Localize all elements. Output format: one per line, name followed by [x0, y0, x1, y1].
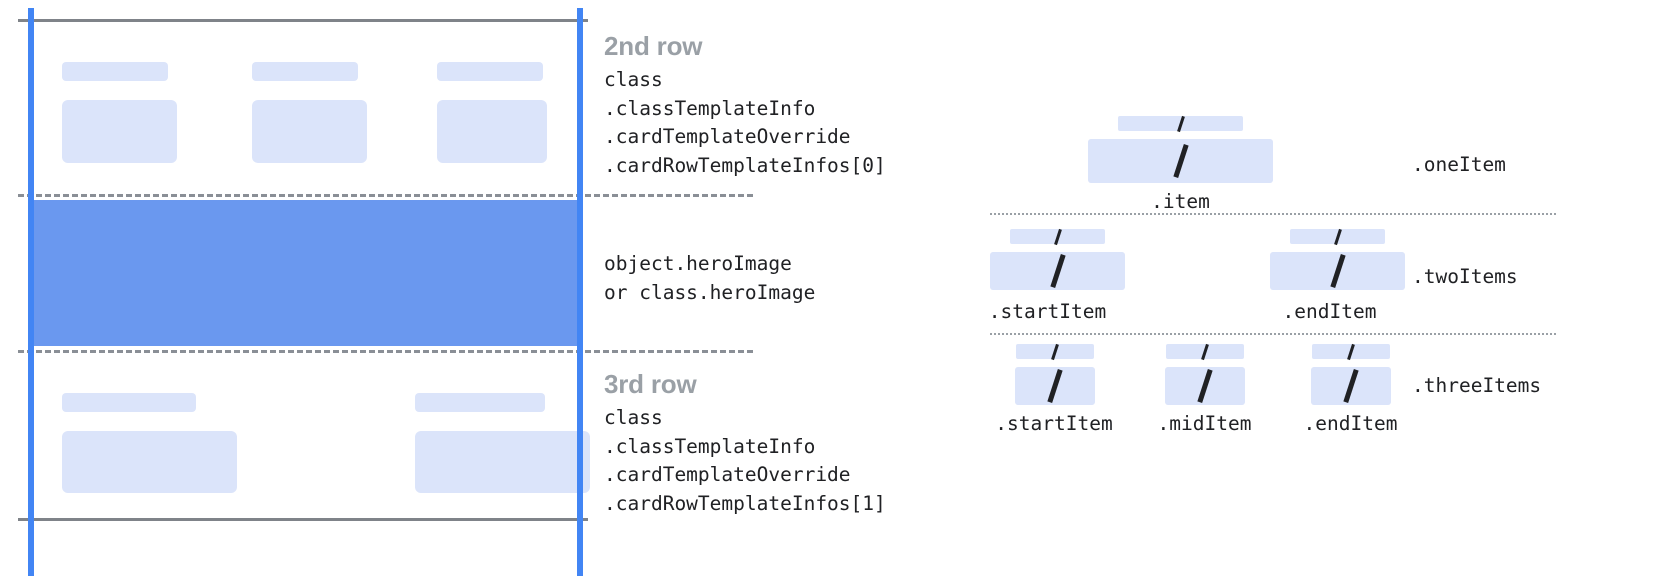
three-items-start-cell [1015, 343, 1095, 405]
second-row-column-2 [252, 62, 367, 163]
third-row-column-2 [415, 393, 590, 493]
second-row-column-3 [437, 62, 547, 163]
item-value-box [1270, 252, 1405, 290]
item-layout-panel: .item .oneItem .startItem .endItem .twoI… [960, 0, 1676, 584]
third-row-annotation: 3rd row class .classTemplateInfo .cardTe… [604, 369, 886, 518]
slash-icon [1329, 254, 1346, 288]
second-row-annotation: 2nd row class .classTemplateInfo .cardTe… [604, 31, 886, 180]
three-items-side-label: .threeItems [1412, 374, 1542, 397]
third-row-title: 3rd row [604, 369, 697, 399]
slash-icon [1172, 144, 1189, 178]
slash-icon [1201, 343, 1209, 360]
item-label-bar [1016, 343, 1094, 360]
slash-icon [1047, 369, 1063, 403]
three-items-end-cell [1311, 343, 1391, 405]
second-row-code-line-2: .cardTemplateOverride [604, 125, 851, 148]
item-value-box [1165, 367, 1245, 405]
two-items-side-label: .twoItems [1412, 265, 1518, 288]
three-items-mid-caption: .midItem [1157, 412, 1252, 435]
value-placeholder [252, 100, 367, 163]
item-section-divider-1 [990, 213, 1556, 215]
second-row-code-line-3: .cardRowTemplateInfos[0] [604, 153, 886, 177]
second-row-code-line-1: .classTemplateInfo [604, 96, 816, 120]
item-value-box [990, 252, 1125, 290]
slash-icon [1343, 369, 1359, 403]
label-placeholder [415, 393, 545, 412]
hero-image-band [34, 200, 580, 346]
label-placeholder [62, 62, 168, 81]
card-top-rule [18, 19, 588, 22]
label-placeholder [62, 393, 196, 412]
hero-code-line-1: or class.heroImage [604, 280, 816, 304]
third-row-code-line-3: .cardRowTemplateInfos[1] [604, 491, 886, 515]
second-row-code-line-0: class [604, 68, 663, 91]
label-placeholder [437, 62, 543, 81]
third-row-column-1 [62, 393, 237, 493]
second-row-column-1 [62, 62, 177, 163]
one-item-cell [1088, 115, 1273, 183]
second-row-title: 2nd row [604, 31, 703, 61]
item-label-bar [1312, 343, 1390, 360]
slash-icon [1333, 228, 1342, 245]
label-placeholder [252, 62, 358, 81]
card-bottom-rule [18, 518, 588, 521]
third-row-code-line-1: .classTemplateInfo [604, 434, 816, 458]
two-items-start-cell [990, 228, 1125, 290]
two-items-start-caption: .startItem [988, 300, 1107, 323]
hero-code-line-0: object.heroImage [604, 252, 792, 275]
item-value-box [1088, 139, 1273, 183]
row-divider-lower [18, 350, 753, 353]
slash-icon [1049, 254, 1066, 288]
row-divider-upper [18, 194, 753, 197]
card-left-edge-marker [28, 8, 34, 576]
item-label-bar [1010, 228, 1105, 245]
one-item-side-label: .oneItem [1412, 153, 1506, 176]
hero-image-annotation: object.heroImage or class.heroImage [604, 250, 815, 307]
slash-icon [1176, 115, 1185, 132]
two-items-end-caption: .endItem [1282, 300, 1377, 323]
slash-icon [1347, 343, 1355, 360]
three-items-mid-cell [1165, 343, 1245, 405]
card-right-edge-marker [577, 8, 583, 576]
three-items-end-caption: .endItem [1303, 412, 1398, 435]
item-value-box [1311, 367, 1391, 405]
card-structure-panel [0, 0, 753, 584]
item-label-bar [1290, 228, 1385, 245]
slash-icon [1197, 369, 1213, 403]
three-items-start-caption: .startItem [995, 412, 1113, 435]
value-placeholder [437, 100, 547, 163]
value-placeholder [62, 100, 177, 163]
item-section-divider-2 [990, 333, 1556, 335]
value-placeholder [415, 431, 590, 493]
item-label-bar [1166, 343, 1244, 360]
third-row-code-line-0: class [604, 406, 663, 429]
two-items-end-cell [1270, 228, 1405, 290]
slash-icon [1053, 228, 1062, 245]
item-value-box [1015, 367, 1095, 405]
item-label-bar [1118, 115, 1243, 132]
third-row-code-line-2: .cardTemplateOverride [604, 463, 851, 486]
value-placeholder [62, 431, 237, 493]
slash-icon [1051, 343, 1059, 360]
one-item-caption: .item [1151, 190, 1210, 213]
